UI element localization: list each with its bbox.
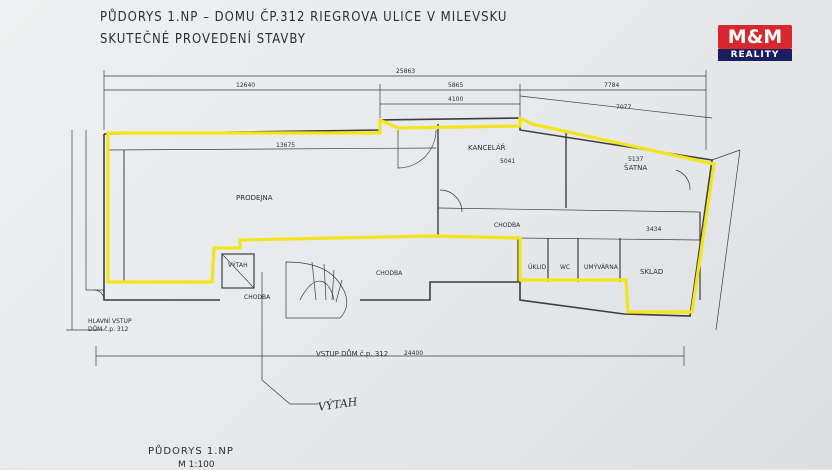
room-label-satna: ŠATNA [624, 164, 648, 172]
bottom-entrance-label: VSTUP DŮM č.p. 312 [316, 350, 389, 358]
room-label-kancelar: KANCELÁŘ [468, 144, 506, 152]
plan-subtitle: SKUTEČNÉ PROVEDENÍ STAVBY [100, 32, 306, 47]
room-label-umyvarna: UMÝVÁRNA [584, 264, 618, 271]
room-label-sklad: SKLAD [640, 268, 664, 276]
room-label-prodejna: PRODEJNA [236, 194, 273, 202]
room-label-wc: WC [560, 264, 571, 271]
room-label-chodba-left: CHODBA [244, 294, 271, 301]
dim-prodejna-width: 13675 [276, 142, 296, 149]
main-entrance-label: HLAVNÍ VSTUP [88, 318, 132, 325]
dim-chodba-width: 3434 [646, 226, 662, 233]
room-label-chodba-mid: CHODBA [376, 270, 403, 277]
main-entrance-house: DŮM č.p. 312 [88, 326, 129, 333]
highlighted-unit-outline [106, 116, 716, 314]
room-label-uklid: ÚKLID [528, 264, 547, 271]
dim-left-segment: 12640 [236, 82, 256, 89]
logo-wordmark: REALITY [718, 49, 792, 61]
dim-overall: 25863 [396, 68, 416, 75]
plan-title: PŮDORYS 1.NP – DOMU ČP.312 RIEGROVA ULIC… [100, 10, 508, 25]
dim-bottom-width: 24400 [404, 350, 424, 357]
dim-mid-segment: 5865 [448, 82, 464, 89]
sheet-bottom-title: PŮDORYS 1.NP [148, 446, 234, 457]
dim-sub-b: 7077 [616, 104, 632, 111]
dim-kancelar-width: 5041 [500, 158, 516, 165]
room-label-chodba-upper: CHODBA [494, 222, 521, 229]
sheet-scale: M 1:100 [178, 460, 215, 470]
dim-satna-width: 5137 [628, 156, 644, 163]
dim-right-segment: 7784 [604, 82, 620, 89]
dim-sub-a: 4100 [448, 96, 464, 103]
logo-mark: M&M [718, 25, 792, 49]
agency-logo: M&M REALITY [716, 25, 794, 62]
room-label-vytah: VÝTAH [228, 262, 248, 269]
